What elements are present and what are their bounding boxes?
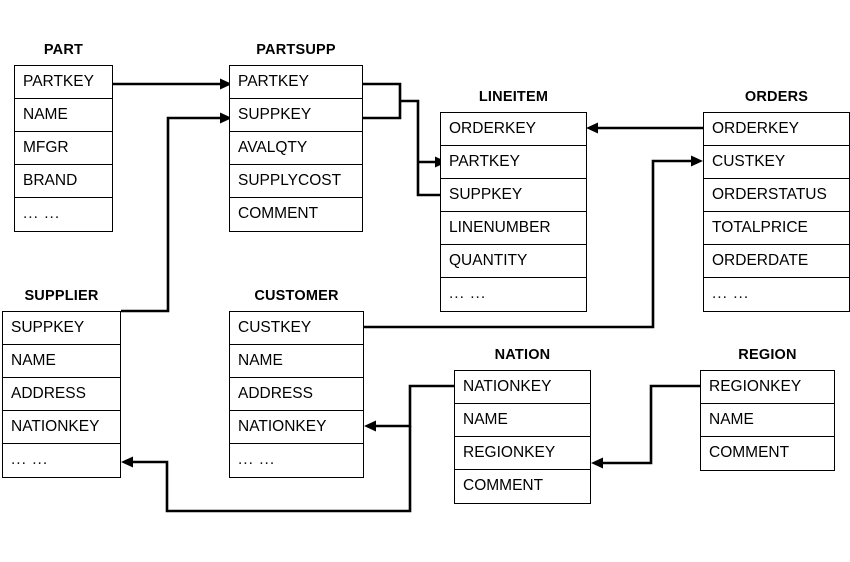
field-customer-custkey[interactable]: CUSTKEY: [230, 312, 363, 345]
field-orders-totalprice[interactable]: TOTALPRICE: [704, 212, 849, 245]
field-lineitem-suppkey[interactable]: SUPPKEY: [441, 179, 586, 212]
entity-title-part: PART: [43, 42, 84, 58]
field-region-comment[interactable]: COMMENT: [701, 437, 834, 470]
field-region-name[interactable]: NAME: [701, 404, 834, 437]
entity-title-lineitem: LINEITEM: [478, 89, 549, 105]
entity-title-nation: NATION: [494, 347, 551, 363]
field-customer-name[interactable]: NAME: [230, 345, 363, 378]
field-partsupp-avalqty[interactable]: AVALQTY: [230, 132, 362, 165]
entity-title-partsupp: PARTSUPP: [256, 42, 336, 58]
field-lineitem-quantity[interactable]: QUANTITY: [441, 245, 586, 278]
field-orders-orderkey[interactable]: ORDERKEY: [704, 113, 849, 146]
field-nation-comment[interactable]: COMMENT: [455, 470, 590, 503]
field-lineitem-partkey[interactable]: PARTKEY: [441, 146, 586, 179]
entity-partsupp[interactable]: PARTSUPP PARTKEY SUPPKEY AVALQTY SUPPLYC…: [229, 42, 363, 232]
field-orders-more: ... ...: [704, 278, 849, 311]
field-supplier-address[interactable]: ADDRESS: [3, 378, 120, 411]
field-partsupp-partkey[interactable]: PARTKEY: [230, 66, 362, 99]
entity-box-lineitem: ORDERKEY PARTKEY SUPPKEY LINENUMBER QUAN…: [440, 112, 587, 312]
link-partsupp-lineitem: [363, 82, 447, 197]
entity-nation[interactable]: NATION NATIONKEY NAME REGIONKEY COMMENT: [454, 347, 591, 504]
entity-box-region: REGIONKEY NAME COMMENT: [700, 370, 835, 471]
field-partsupp-suppkey[interactable]: SUPPKEY: [230, 99, 362, 132]
link-nation-customer: [364, 384, 454, 432]
field-partsupp-comment[interactable]: COMMENT: [230, 198, 362, 231]
field-nation-name[interactable]: NAME: [455, 404, 590, 437]
entity-supplier[interactable]: SUPPLIER SUPPKEY NAME ADDRESS NATIONKEY …: [2, 288, 121, 478]
field-supplier-suppkey[interactable]: SUPPKEY: [3, 312, 120, 345]
field-part-partkey[interactable]: PARTKEY: [15, 66, 112, 99]
entity-customer[interactable]: CUSTOMER CUSTKEY NAME ADDRESS NATIONKEY …: [229, 288, 364, 478]
field-lineitem-more: ... ...: [441, 278, 586, 311]
entity-part[interactable]: PART PARTKEY NAME MFGR BRAND ... ...: [14, 42, 113, 232]
entity-title-supplier: SUPPLIER: [24, 288, 99, 304]
entity-box-supplier: SUPPKEY NAME ADDRESS NATIONKEY ... ...: [2, 311, 121, 478]
field-customer-address[interactable]: ADDRESS: [230, 378, 363, 411]
entity-lineitem[interactable]: LINEITEM ORDERKEY PARTKEY SUPPKEY LINENU…: [440, 89, 587, 312]
entity-title-customer: CUSTOMER: [254, 288, 339, 304]
entity-orders[interactable]: ORDERS ORDERKEY CUSTKEY ORDERSTATUS TOTA…: [703, 89, 850, 312]
field-supplier-more: ... ...: [3, 444, 120, 477]
field-part-mfgr[interactable]: MFGR: [15, 132, 112, 165]
field-customer-nationkey[interactable]: NATIONKEY: [230, 411, 363, 444]
entity-box-orders: ORDERKEY CUSTKEY ORDERSTATUS TOTALPRICE …: [703, 112, 850, 312]
field-region-regionkey[interactable]: REGIONKEY: [701, 371, 834, 404]
field-lineitem-orderkey[interactable]: ORDERKEY: [441, 113, 586, 146]
entity-box-customer: CUSTKEY NAME ADDRESS NATIONKEY ... ...: [229, 311, 364, 478]
entity-title-orders: ORDERS: [744, 89, 809, 105]
field-part-more: ... ...: [15, 198, 112, 231]
link-supplier-partsupp: [121, 112, 232, 313]
link-region-nation: [591, 384, 700, 469]
entity-box-nation: NATIONKEY NAME REGIONKEY COMMENT: [454, 370, 591, 504]
field-orders-orderdate[interactable]: ORDERDATE: [704, 245, 849, 278]
field-lineitem-linenumber[interactable]: LINENUMBER: [441, 212, 586, 245]
field-part-name[interactable]: NAME: [15, 99, 112, 132]
field-partsupp-supplycost[interactable]: SUPPLYCOST: [230, 165, 362, 198]
field-part-brand[interactable]: BRAND: [15, 165, 112, 198]
link-part-partsupp: [113, 78, 232, 90]
field-nation-nationkey[interactable]: NATIONKEY: [455, 371, 590, 404]
field-orders-orderstatus[interactable]: ORDERSTATUS: [704, 179, 849, 212]
link-orders-lineitem: [586, 122, 703, 134]
field-supplier-name[interactable]: NAME: [3, 345, 120, 378]
entity-title-region: REGION: [738, 347, 797, 363]
field-customer-more: ... ...: [230, 444, 363, 477]
entity-region[interactable]: REGION REGIONKEY NAME COMMENT: [700, 347, 835, 471]
entity-box-part: PARTKEY NAME MFGR BRAND ... ...: [14, 65, 113, 232]
field-orders-custkey[interactable]: CUSTKEY: [704, 146, 849, 179]
field-supplier-nationkey[interactable]: NATIONKEY: [3, 411, 120, 444]
field-nation-regionkey[interactable]: REGIONKEY: [455, 437, 590, 470]
entity-box-partsupp: PARTKEY SUPPKEY AVALQTY SUPPLYCOST COMME…: [229, 65, 363, 232]
